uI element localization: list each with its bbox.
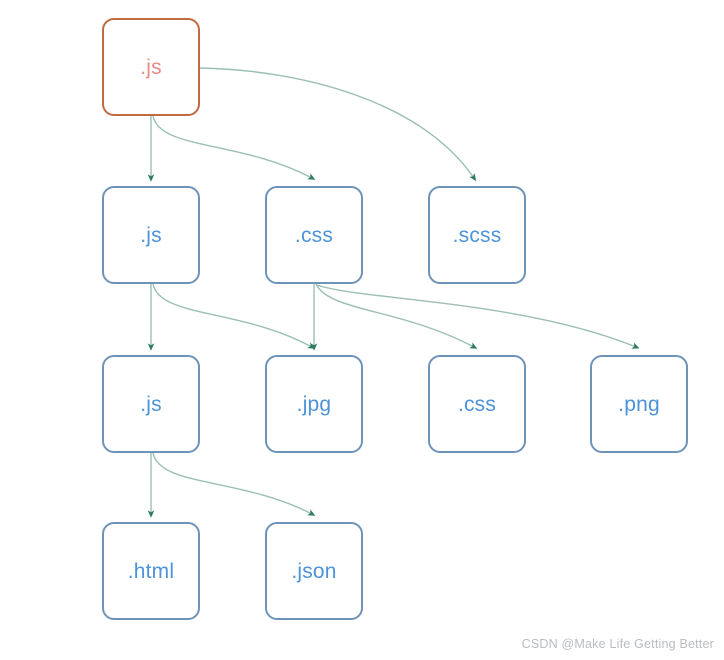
node-label: .scss [452,223,502,247]
edge-r2-css-to-r3-png [316,284,640,349]
edge-root-js-to-r2-css [152,115,316,180]
node-r2-js[interactable]: .js [102,186,200,284]
node-label: .png [618,392,660,416]
node-r2-css[interactable]: .css [265,186,363,284]
edge-r2-js-to-r3-jpg [152,283,316,349]
edge-root-js-to-r2-scss [199,67,477,182]
node-r2-scss[interactable]: .scss [428,186,526,284]
node-root-js[interactable]: .js [102,18,200,116]
edge-r2-css-to-r3-css [315,283,478,349]
node-r4-json[interactable]: .json [265,522,363,620]
watermark-text: CSDN @Make Life Getting Better [521,637,714,651]
node-r3-js[interactable]: .js [102,355,200,453]
node-r3-css[interactable]: .css [428,355,526,453]
node-label: .js [140,55,162,79]
node-r4-html[interactable]: .html [102,522,200,620]
edge-r3-js-to-r4-json [152,452,316,516]
node-label: .js [140,223,162,247]
node-label: .jpg [296,392,332,416]
node-r3-png[interactable]: .png [590,355,688,453]
node-label: .js [140,392,162,416]
node-label: .html [127,559,175,583]
edge-group [147,67,640,518]
node-label: .css [294,223,334,247]
node-label: .css [457,392,497,416]
node-r3-jpg[interactable]: .jpg [265,355,363,453]
node-label: .json [291,559,337,583]
